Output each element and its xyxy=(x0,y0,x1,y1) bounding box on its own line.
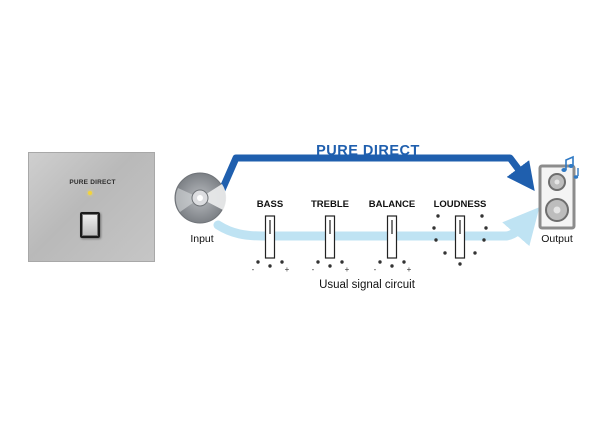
control-knob-loudness xyxy=(454,215,466,259)
pure-direct-path xyxy=(218,154,535,192)
cd-disc-icon xyxy=(174,172,227,224)
usual-signal-path xyxy=(213,207,540,247)
control-dot-loudness-4 xyxy=(458,262,462,266)
music-note-icon xyxy=(561,155,579,179)
control-dot-treble-1 xyxy=(328,264,332,268)
control-minus-treble: - xyxy=(312,265,315,274)
control-dot-balance-2 xyxy=(402,260,406,264)
control-dot-loudness-3 xyxy=(443,251,447,255)
control-balance: BALANCE - + xyxy=(369,199,415,274)
indicator-led xyxy=(88,191,92,195)
control-loudness: LOUDNESS xyxy=(432,199,488,266)
control-bass: BASS - + xyxy=(252,199,290,274)
speaker-icon xyxy=(538,164,576,230)
control-minus-balance: - xyxy=(374,265,377,274)
pure-direct-title: PURE DIRECT xyxy=(316,143,420,159)
control-plus-balance: + xyxy=(407,265,412,274)
front-panel: PURE DIRECT xyxy=(28,152,155,262)
control-dot-bass-0 xyxy=(256,260,260,264)
control-dot-loudness-8 xyxy=(480,214,484,218)
control-dot-treble-0 xyxy=(316,260,320,264)
control-treble: TREBLE - + xyxy=(311,199,350,274)
control-label-bass: BASS xyxy=(257,199,283,210)
control-plus-treble: + xyxy=(345,265,350,274)
control-dot-balance-0 xyxy=(378,260,382,264)
control-dot-loudness-6 xyxy=(482,238,486,242)
control-knob-balance xyxy=(386,215,398,259)
control-label-balance: BALANCE xyxy=(369,199,415,210)
control-dot-loudness-5 xyxy=(473,251,477,255)
tone-controls: BASS - + TREBLE - + BALANCE - + LOUDNESS xyxy=(252,199,488,274)
control-label-loudness: LOUDNESS xyxy=(434,199,487,210)
control-dot-treble-2 xyxy=(340,260,344,264)
panel-label: PURE DIRECT xyxy=(69,179,116,186)
control-dot-bass-1 xyxy=(268,264,272,268)
control-dot-bass-2 xyxy=(280,260,284,264)
control-dot-balance-1 xyxy=(390,264,394,268)
control-minus-bass: - xyxy=(252,265,255,274)
control-plus-bass: + xyxy=(285,265,290,274)
usual-signal-label: Usual signal circuit xyxy=(319,279,416,291)
control-label-treble: TREBLE xyxy=(311,199,349,210)
pure-direct-button[interactable] xyxy=(80,212,100,238)
input-label: Input xyxy=(190,233,213,245)
control-dot-loudness-1 xyxy=(432,226,436,230)
control-knob-treble xyxy=(324,215,336,259)
control-knob-bass xyxy=(264,215,276,259)
control-dot-loudness-2 xyxy=(434,238,438,242)
control-dot-loudness-0 xyxy=(436,214,440,218)
output-label: Output xyxy=(541,233,573,245)
control-dot-loudness-7 xyxy=(484,226,488,230)
